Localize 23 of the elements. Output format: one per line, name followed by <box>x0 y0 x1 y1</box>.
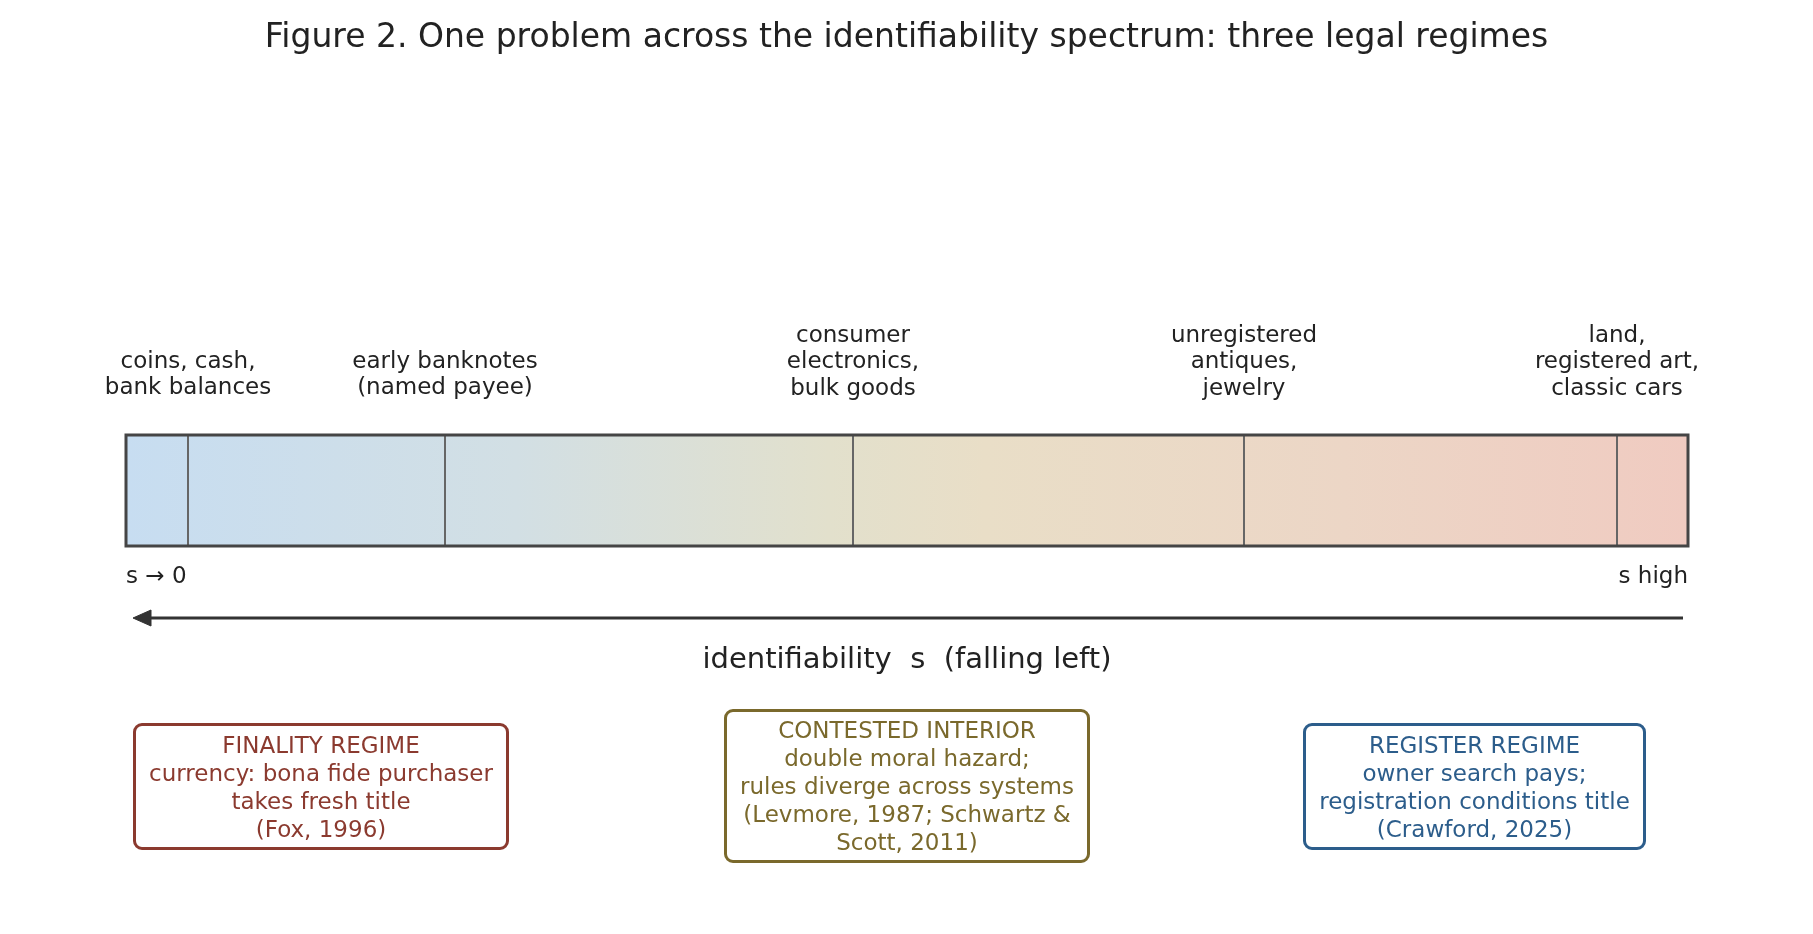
axis-label: identifiability s (falling left) <box>702 641 1112 675</box>
regime-heading: REGISTER REGIME <box>1368 730 1581 759</box>
regime-box <box>724 709 1090 863</box>
spectrum-label: consumer electronics, bulk goods <box>786 320 920 400</box>
spectrum-label: land, registered art, classic cars <box>1534 320 1700 400</box>
regime-description: owner search pays; <box>1361 758 1588 787</box>
regime-description: double moral hazard; <box>783 744 1031 772</box>
citation-text: (Crawford, 2025) <box>1376 814 1573 843</box>
regime-box <box>1303 723 1646 850</box>
regime-heading: CONTESTED INTERIOR <box>777 716 1037 744</box>
axis-end-label: s → 0 <box>126 561 187 589</box>
spectrum-label: unregistered antiques, jewelry <box>1170 320 1318 400</box>
regime-description: rules diverge across systems <box>739 772 1075 800</box>
citation-text: (Levmore, 1987; Schwartz & Scott, 2011) <box>742 800 1072 856</box>
regime-heading: FINALITY REGIME <box>221 730 421 759</box>
spectrum-label: coins, cash, bank balances <box>104 347 272 400</box>
regime-box <box>133 723 509 850</box>
spectrum-label: early banknotes (named payee) <box>351 347 539 400</box>
axis-end-label: s high <box>1618 561 1688 589</box>
figure-title: Figure 2. One problem across the identifiability spectrum: three legal regimes <box>264 16 1549 56</box>
regime-description: registration conditions title <box>1318 786 1631 815</box>
regime-description: currency: bona fide purchaser takes fresh title <box>148 758 494 815</box>
citation-text: (Fox, 1996) <box>255 814 387 843</box>
